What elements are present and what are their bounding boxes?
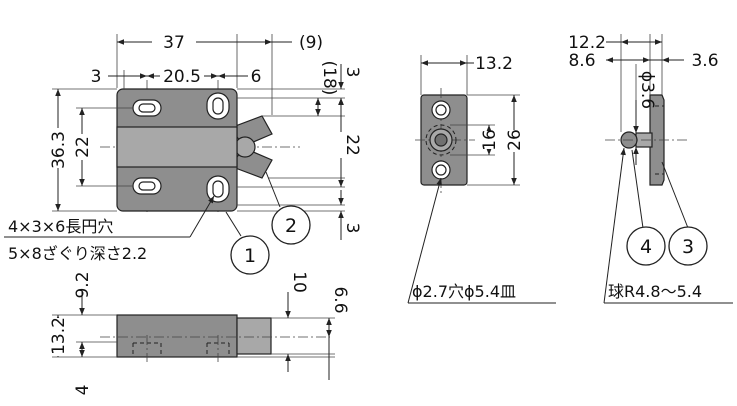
ball-note-leader: [603, 147, 626, 304]
bottom-body: [116, 314, 238, 358]
slot-note-line2: 5×8ざぐり深さ2.2: [8, 244, 147, 263]
plate-socket-center: [434, 133, 448, 147]
dim-3-right-top: 3: [342, 67, 362, 78]
dim-13-2-plate: 13.2: [475, 54, 513, 74]
dim-phi-3-6: ϕ3.6: [637, 71, 657, 109]
plate-socket-outline: [425, 124, 457, 156]
dim-3-6-right: 3.6: [691, 51, 718, 71]
callout-3: 3: [682, 236, 694, 258]
bottom-view: 9.2 13.2 4 10 6.6: [49, 271, 350, 395]
callout-4: 4: [640, 236, 652, 258]
front-view: 37 (9) 3 20.5 6 (18) 3 22 3 36.3: [4, 33, 362, 275]
slot-bottom-left-inner: [138, 181, 156, 191]
dim-8-6: 8.6: [568, 51, 595, 71]
callout-2: 2: [285, 215, 297, 237]
side-view: 12.2 8.6 3.6 ϕ3.6 4 3 球R4.8～5.4: [568, 33, 733, 304]
slot-top-left-inner: [138, 103, 156, 113]
dim-36-3: 36.3: [49, 131, 69, 169]
dim-22-left: 22: [73, 136, 93, 158]
dim-16: 16: [480, 129, 500, 151]
dim-37: 37: [163, 33, 185, 53]
dim-6: 6: [251, 67, 262, 87]
dim-22-right: 22: [342, 134, 362, 156]
dim-3-left: 3: [91, 67, 102, 87]
dim-9: (9): [299, 33, 323, 53]
callout-3-circle: [668, 226, 708, 266]
bottom-latch: [236, 317, 272, 355]
callout-1-leader: [225, 211, 242, 237]
hole-note-leader: [407, 177, 442, 304]
slot-bottom-right-inner: [212, 180, 224, 198]
dim-26: 26: [505, 129, 525, 151]
slot-note-leader: [189, 195, 215, 238]
dim-10: 10: [289, 271, 309, 293]
dim-9-2: 9.2: [73, 271, 93, 298]
dim-6-6: 6.6: [330, 286, 350, 313]
dim-20-5: 20.5: [163, 67, 201, 87]
slot-note-line1: 4×3×6長円穴: [8, 217, 113, 236]
dim-12-2: 12.2: [568, 33, 606, 53]
slot-top-right-inner: [212, 97, 224, 115]
callout-3-leader: [661, 161, 689, 229]
callout-4-circle: [626, 226, 666, 266]
dim-13-2-bottom: 13.2: [49, 317, 69, 355]
ball-note: 球R4.8～5.4: [608, 282, 702, 301]
dim-4: 4: [73, 385, 93, 396]
latch-pivot: [234, 136, 256, 158]
plate-view: 13.2 16 26 ϕ2.7穴ϕ5.4皿: [407, 54, 556, 304]
catch-center-band: [116, 126, 238, 168]
callout-1: 1: [244, 245, 256, 267]
callout-2-leader: [265, 171, 281, 208]
callout-4-leader: [631, 149, 644, 229]
hole-note: ϕ2.7穴ϕ5.4皿: [412, 282, 516, 301]
callout-1-circle: [230, 235, 270, 275]
callout-2-circle: [271, 205, 311, 245]
plate-hole-top-inner: [435, 104, 447, 116]
dim-3-right-bottom: 3: [342, 223, 362, 234]
dim-18: (18): [319, 61, 339, 96]
plate-hole-bottom-inner: [435, 164, 447, 176]
